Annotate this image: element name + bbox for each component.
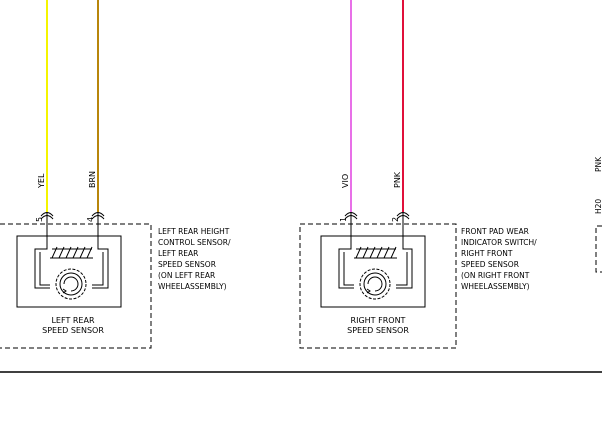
right-component-description: FRONT PAD WEAR INDICATOR SWITCH/ RIGHT F… [461, 227, 537, 291]
wire-label-vio: VIO [341, 174, 350, 188]
right-component-boundary [299, 223, 457, 349]
left-component-boundary [0, 223, 152, 349]
left-desc-line: LEFT REAR [158, 249, 198, 258]
left-component-description: LEFT REAR HEIGHT CONTROL SENSOR/ LEFT RE… [158, 227, 231, 291]
wire-label-pnk: PNK [393, 171, 402, 188]
edge-wire-label-pnk: PNK [594, 156, 602, 172]
right-component-name-line2: SPEED SENSOR [347, 326, 409, 335]
left-speed-sensor-symbol [16, 235, 122, 308]
left-component-name-line1: LEFT REAR [51, 316, 94, 325]
connector-pin-2: 2 [391, 212, 410, 240]
right-desc-line: SPEED SENSOR [461, 260, 519, 269]
connector-pin-4: 4 [86, 212, 105, 240]
pin-number-1: 1 [339, 217, 348, 222]
edge-connector-label-h20: H20 [594, 199, 602, 214]
wire-label-brn: BRN [88, 171, 97, 188]
edge-component-boundary [595, 225, 602, 273]
connector-pin-5: 5 [35, 212, 54, 240]
right-desc-line: INDICATOR SWITCH/ [461, 238, 537, 247]
left-desc-line: SPEED SENSOR [158, 260, 216, 269]
pin-number-4: 4 [86, 217, 95, 222]
left-desc-line: (ON LEFT REAR [158, 271, 215, 280]
left-desc-line: LEFT REAR HEIGHT [158, 227, 230, 236]
right-desc-line: (ON RIGHT FRONT [461, 271, 530, 280]
right-component-name-line1: RIGHT FRONT [351, 316, 406, 325]
left-component-name-line2: SPEED SENSOR [42, 326, 104, 335]
pin-number-2: 2 [391, 217, 400, 222]
connector-pin-1: 1 [339, 212, 358, 240]
right-desc-line: WHEELASSEMBLY) [461, 282, 530, 291]
left-desc-line: WHEELASSEMBLY) [158, 282, 227, 291]
pin-number-5: 5 [35, 217, 44, 222]
right-speed-sensor-symbol [320, 235, 426, 308]
right-desc-line: RIGHT FRONT [461, 249, 513, 258]
right-desc-line: FRONT PAD WEAR [461, 227, 529, 236]
wire-label-yel: YEL [37, 173, 46, 189]
left-desc-line: CONTROL SENSOR/ [158, 238, 231, 247]
